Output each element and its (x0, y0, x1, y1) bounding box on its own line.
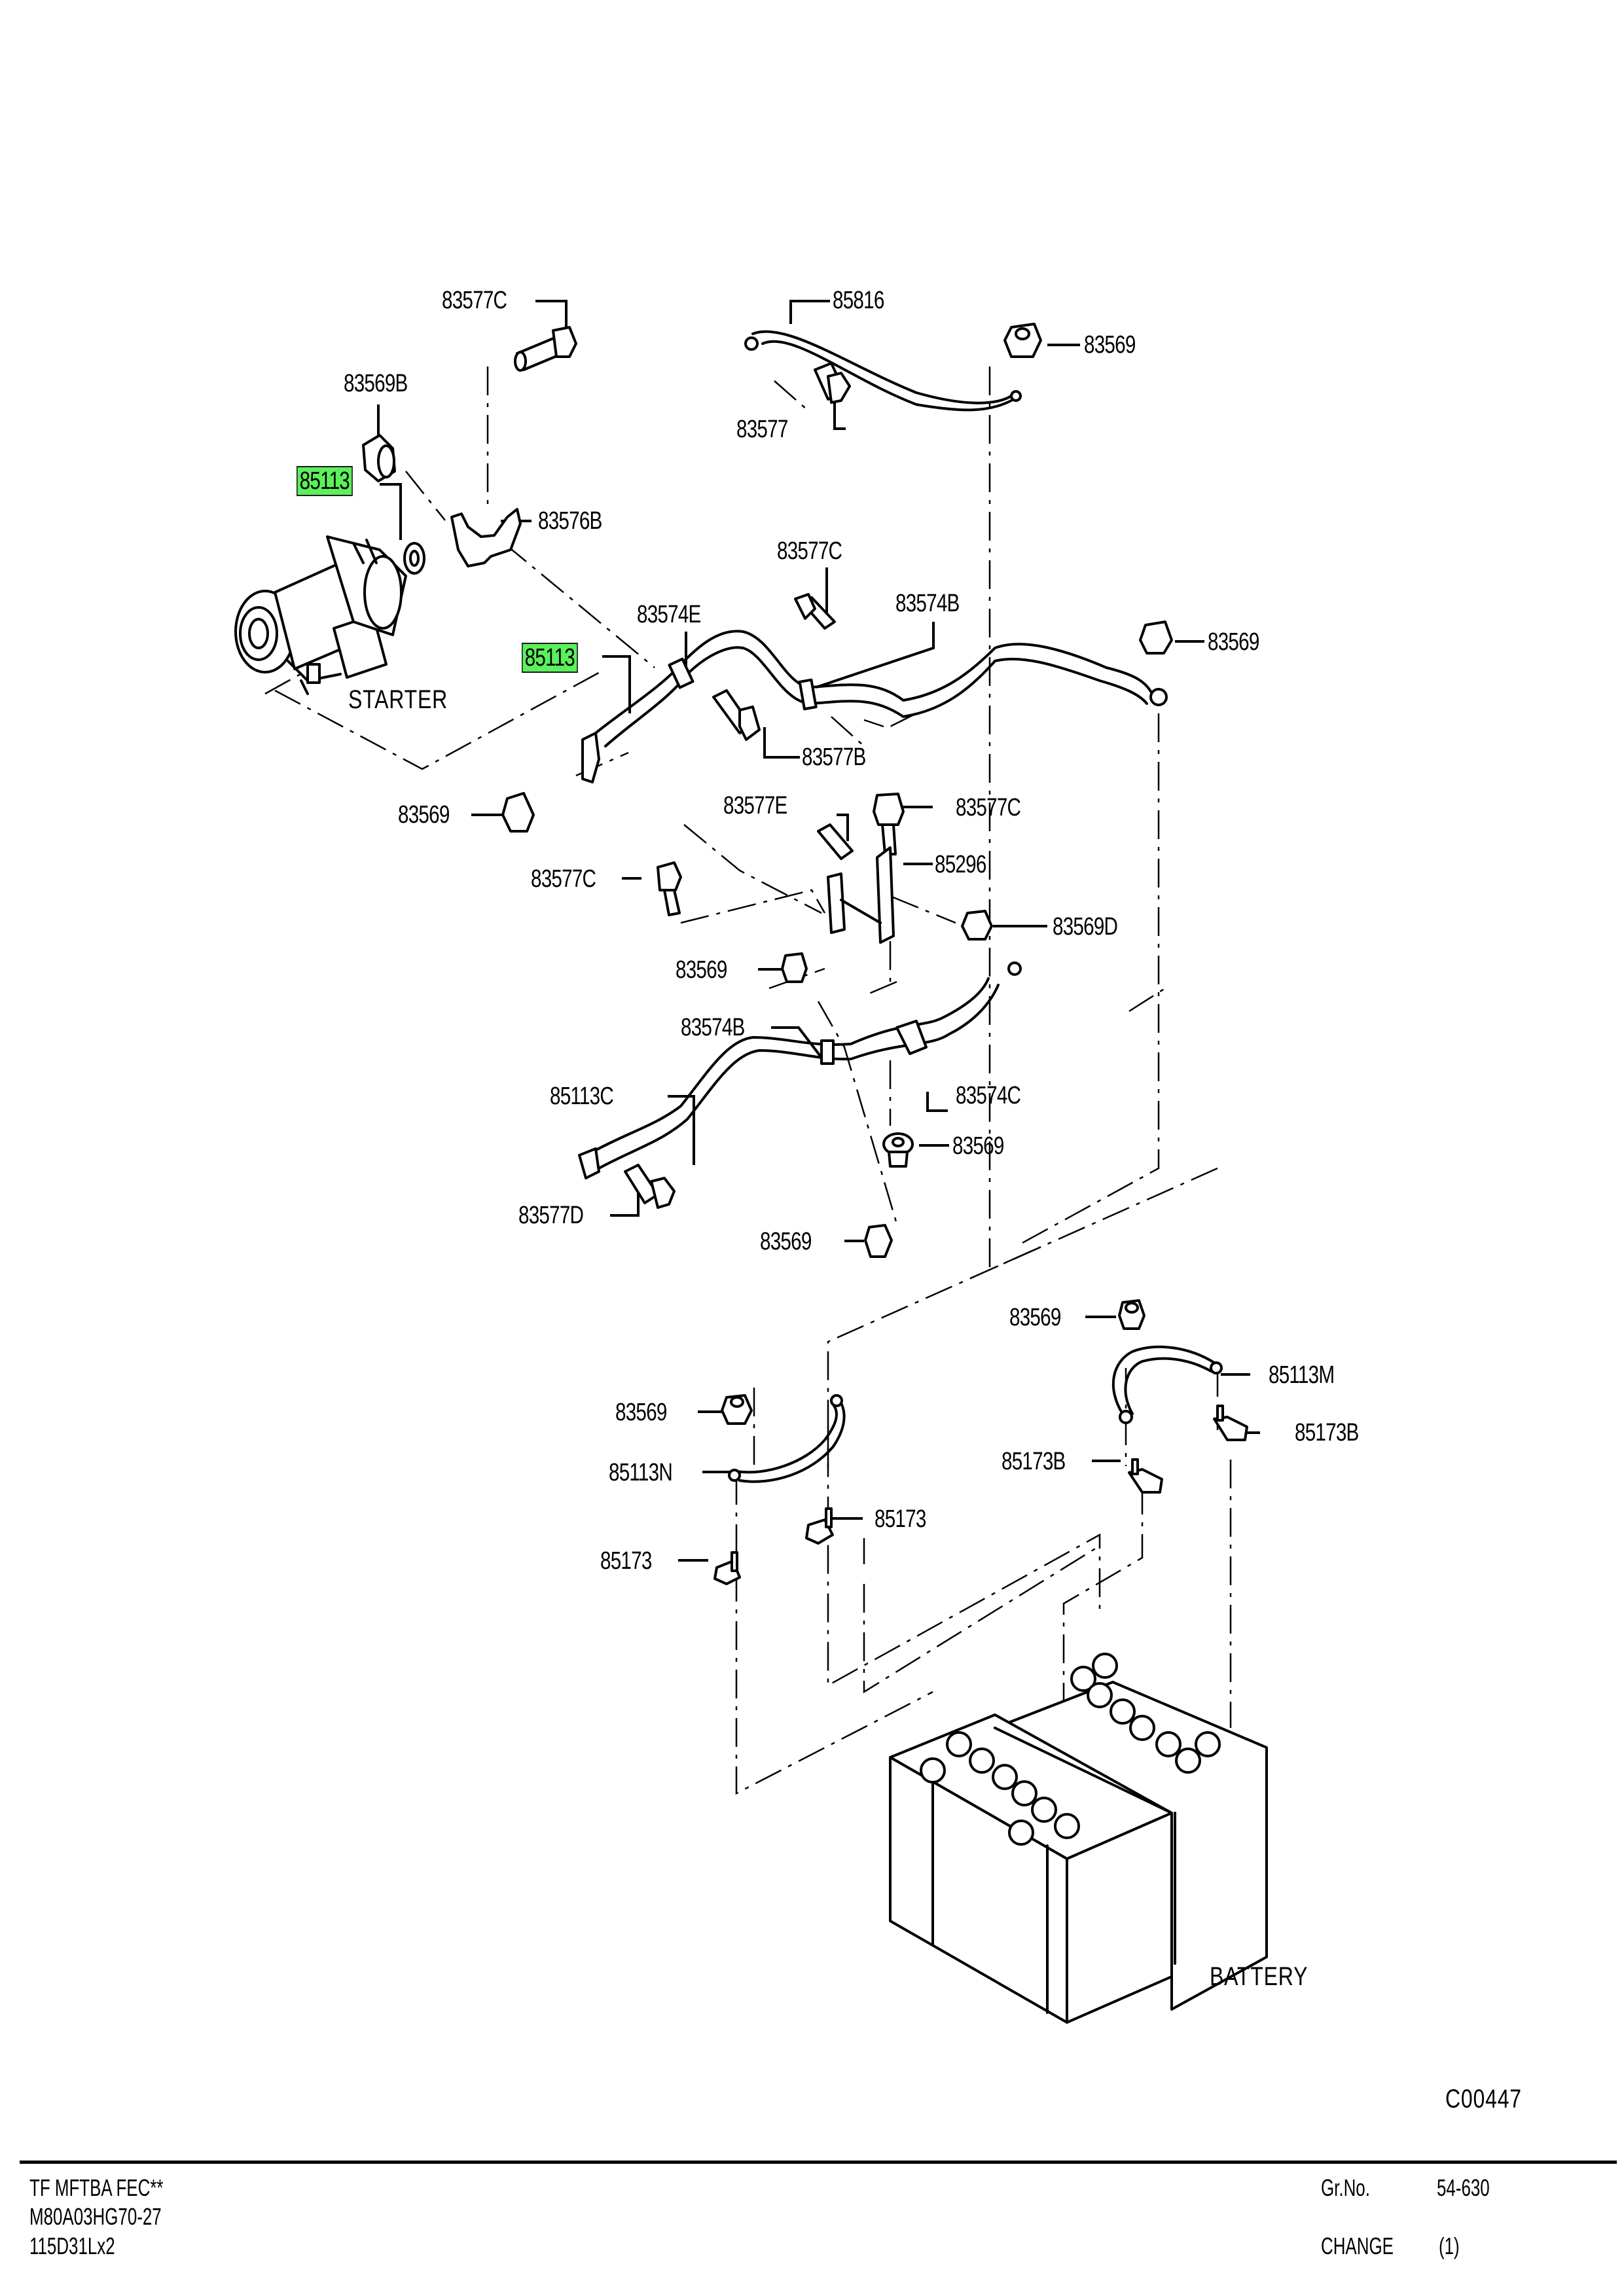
part-label[interactable]: 83577D (518, 1202, 584, 1229)
starter-caption: STARTER (348, 685, 448, 714)
part-label[interactable]: 85173 (600, 1547, 652, 1575)
part-label[interactable]: 83574E (637, 601, 701, 628)
part-label[interactable]: 83577C (442, 287, 507, 314)
part-label[interactable]: 83569 (760, 1228, 812, 1255)
part-label[interactable]: 83577 (736, 416, 788, 443)
part-label[interactable]: 85816 (833, 287, 884, 314)
group-number-value: 54-630 (1437, 2174, 1490, 2201)
part-label[interactable]: 83577B (802, 744, 866, 771)
part-label[interactable]: 85113M (1269, 1361, 1335, 1389)
part-label[interactable]: 83574B (681, 1014, 745, 1041)
part-label[interactable]: 83569 (1009, 1304, 1061, 1331)
part-label[interactable]: 83569 (398, 801, 450, 829)
part-label[interactable]: 83577C (956, 794, 1021, 821)
starter-motor (234, 535, 407, 695)
part-label[interactable]: 83577C (531, 865, 596, 893)
part-label[interactable]: 83569 (952, 1132, 1004, 1160)
part-label[interactable]: 83569 (676, 956, 727, 984)
part-label[interactable]: 83569B (344, 370, 408, 397)
leader-lines (377, 300, 1260, 1562)
assembly-lines (264, 367, 1232, 1795)
footer-model-code: TF MFTBA FEC** (29, 2174, 164, 2201)
part-label[interactable]: 85173B (1001, 1448, 1066, 1475)
footer-catalog-code: M80A03HG70-27 (29, 2203, 162, 2230)
part-label-highlighted[interactable]: 85113 (297, 466, 353, 496)
terminal-clamps (713, 1405, 1248, 1585)
part-label-highlighted[interactable]: 85113 (522, 643, 578, 673)
battery-caption: BATTERY (1210, 1962, 1308, 1991)
part-label[interactable]: 83574B (895, 590, 960, 617)
footer-battery-spec: 115D31Lx2 (29, 2233, 115, 2259)
battery (889, 1653, 1268, 2024)
part-label[interactable]: 83569 (1208, 628, 1259, 656)
footer-divider (20, 2161, 1617, 2164)
part-label[interactable]: 83569 (1084, 331, 1136, 359)
illustration-id: C00447 (1445, 2085, 1522, 2113)
change-value: (1) (1439, 2233, 1460, 2259)
part-label[interactable]: 83569 (615, 1399, 667, 1426)
hardware (362, 323, 1173, 1425)
group-number-label: Gr.No. (1321, 2174, 1370, 2201)
part-label[interactable]: 83577C (777, 537, 842, 565)
battery-caps (920, 1653, 1221, 1846)
part-label[interactable]: 83574C (956, 1082, 1021, 1109)
part-label[interactable]: 83569D (1053, 913, 1118, 941)
part-label[interactable]: 85173B (1295, 1419, 1359, 1446)
change-label: CHANGE (1321, 2233, 1394, 2259)
part-label[interactable]: 85113C (550, 1083, 614, 1110)
part-label[interactable]: 85296 (935, 851, 986, 878)
cables (578, 330, 1223, 1483)
part-label[interactable]: 83577E (723, 792, 787, 819)
part-label[interactable]: 85173 (875, 1505, 926, 1533)
part-label[interactable]: 83576B (538, 507, 602, 535)
part-label[interactable]: 85113N (609, 1459, 673, 1486)
